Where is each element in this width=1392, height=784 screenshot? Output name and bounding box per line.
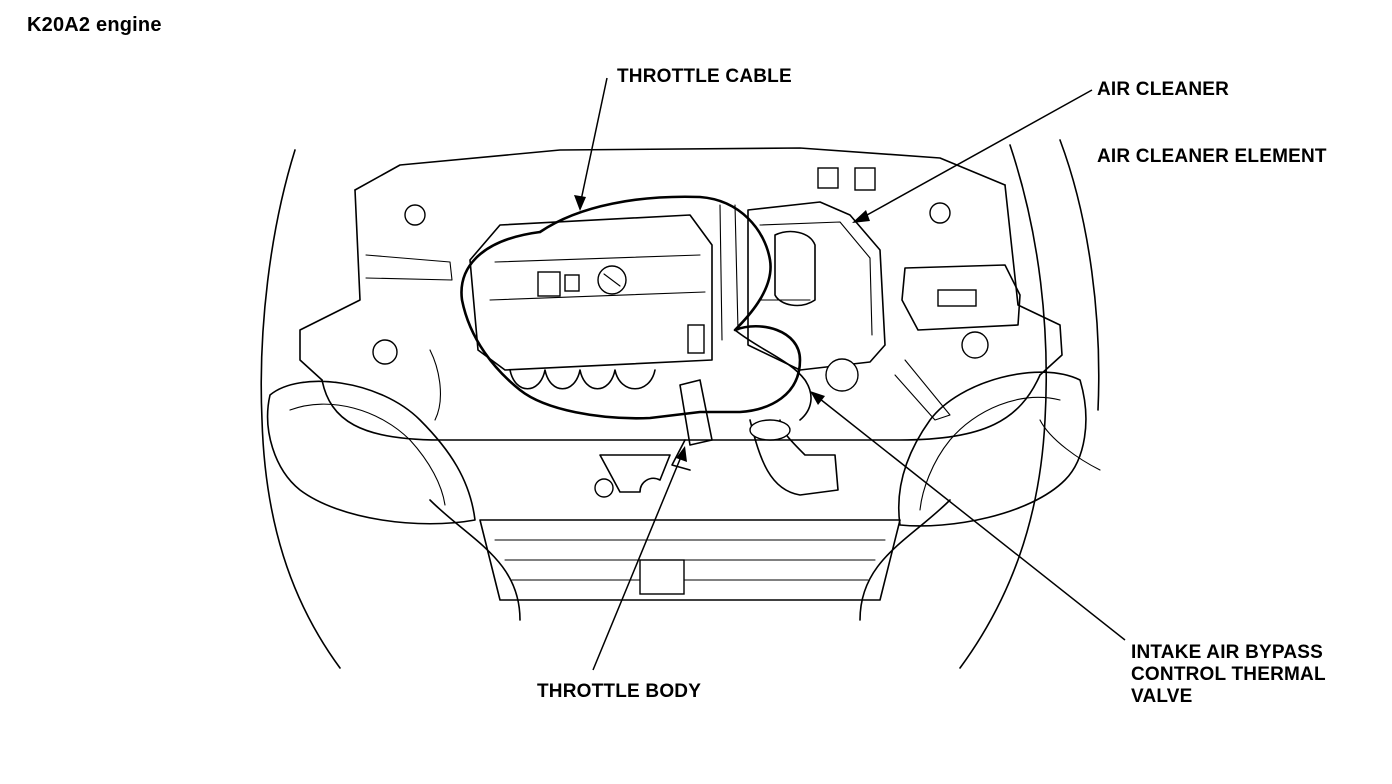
- label-throttle-body: THROTTLE BODY: [537, 681, 702, 702]
- throttle-body: [671, 324, 713, 471]
- label-air-cleaner: AIR CLEANER: [1097, 79, 1230, 100]
- reservoirs-and-caps: [372, 167, 989, 498]
- label-bypass-line-2: CONTROL THERMAL: [1131, 664, 1326, 685]
- front-grille: [429, 499, 951, 621]
- battery: [901, 264, 1021, 331]
- label-intake-air-bypass-valve: INTAKE AIR BYPASS CONTROL THERMAL VALVE: [1131, 642, 1326, 708]
- label-throttle-cable: THROTTLE CABLE: [617, 66, 792, 87]
- car-body-outline: [260, 139, 1100, 669]
- diagram-title: K20A2 engine: [27, 14, 162, 36]
- air-cleaner-box: [747, 201, 886, 371]
- label-bypass-line-3: VALVE: [1131, 686, 1193, 707]
- throttle-cable: [460, 195, 802, 420]
- label-bypass-line-1: INTAKE AIR BYPASS: [1131, 642, 1324, 663]
- engine-cylinder-head: [469, 214, 713, 390]
- misc-hoses: [365, 204, 1101, 471]
- leader-lines: [574, 77, 1126, 671]
- label-air-cleaner-element: AIR CLEANER ELEMENT: [1097, 146, 1327, 167]
- headlights: [266, 371, 1087, 527]
- intake-duct: [734, 329, 839, 496]
